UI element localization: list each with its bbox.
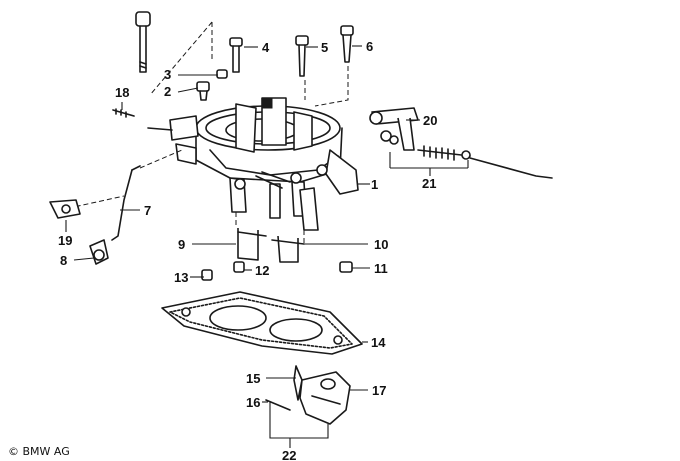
needle-valve-part (293, 365, 303, 401)
callout-13: 13 (174, 270, 188, 285)
pin-18-part (112, 108, 135, 118)
callout-9: 9 (178, 237, 185, 252)
callout-2: 2 (164, 84, 171, 99)
callout-3: 3 (164, 67, 171, 82)
gasket-part (161, 291, 363, 355)
cable-spring-part (417, 145, 553, 179)
jet-9-part (237, 228, 267, 261)
callout-21: 21 (422, 176, 436, 191)
screw-5-part (295, 35, 309, 77)
copyright-notice: © BMW AG (8, 445, 70, 458)
long-bolt-part (135, 11, 151, 73)
callout-11: 11 (374, 261, 388, 276)
callout-15: 15 (246, 371, 260, 386)
callout-12: 12 (255, 263, 269, 278)
screw-4-part (229, 37, 243, 73)
pushrod-part (111, 165, 141, 241)
callout-1: 1 (371, 177, 378, 192)
jet-10-part (271, 235, 305, 263)
nut-13-part (201, 269, 213, 281)
leader-lines (65, 45, 469, 448)
callout-22: 22 (282, 448, 296, 461)
callout-7: 7 (144, 203, 151, 218)
callout-6: 6 (366, 39, 373, 54)
callout-labels: 1 2 3 4 5 6 7 8 9 10 11 12 13 14 15 16 1… (58, 39, 437, 461)
screw-2-part (196, 81, 210, 101)
callout-5: 5 (321, 40, 328, 55)
callout-20: 20 (423, 113, 437, 128)
carburettor-body-part (147, 97, 359, 231)
callout-4: 4 (262, 40, 270, 55)
clip-19-part (49, 199, 81, 219)
callout-14: 14 (371, 335, 386, 350)
callout-19: 19 (58, 233, 72, 248)
callout-16: 16 (246, 395, 260, 410)
float-part (299, 371, 351, 425)
screw-3-part (216, 69, 228, 79)
float-pin-part (265, 399, 291, 411)
callout-17: 17 (372, 383, 386, 398)
callout-18: 18 (115, 85, 129, 100)
nut-11-part (339, 261, 353, 273)
throttle-lever-part (369, 107, 419, 151)
screw-6-part (340, 25, 354, 63)
callout-10: 10 (374, 237, 388, 252)
callout-8: 8 (60, 253, 67, 268)
nut-8-part (89, 239, 109, 265)
nut-12-part (233, 261, 245, 273)
